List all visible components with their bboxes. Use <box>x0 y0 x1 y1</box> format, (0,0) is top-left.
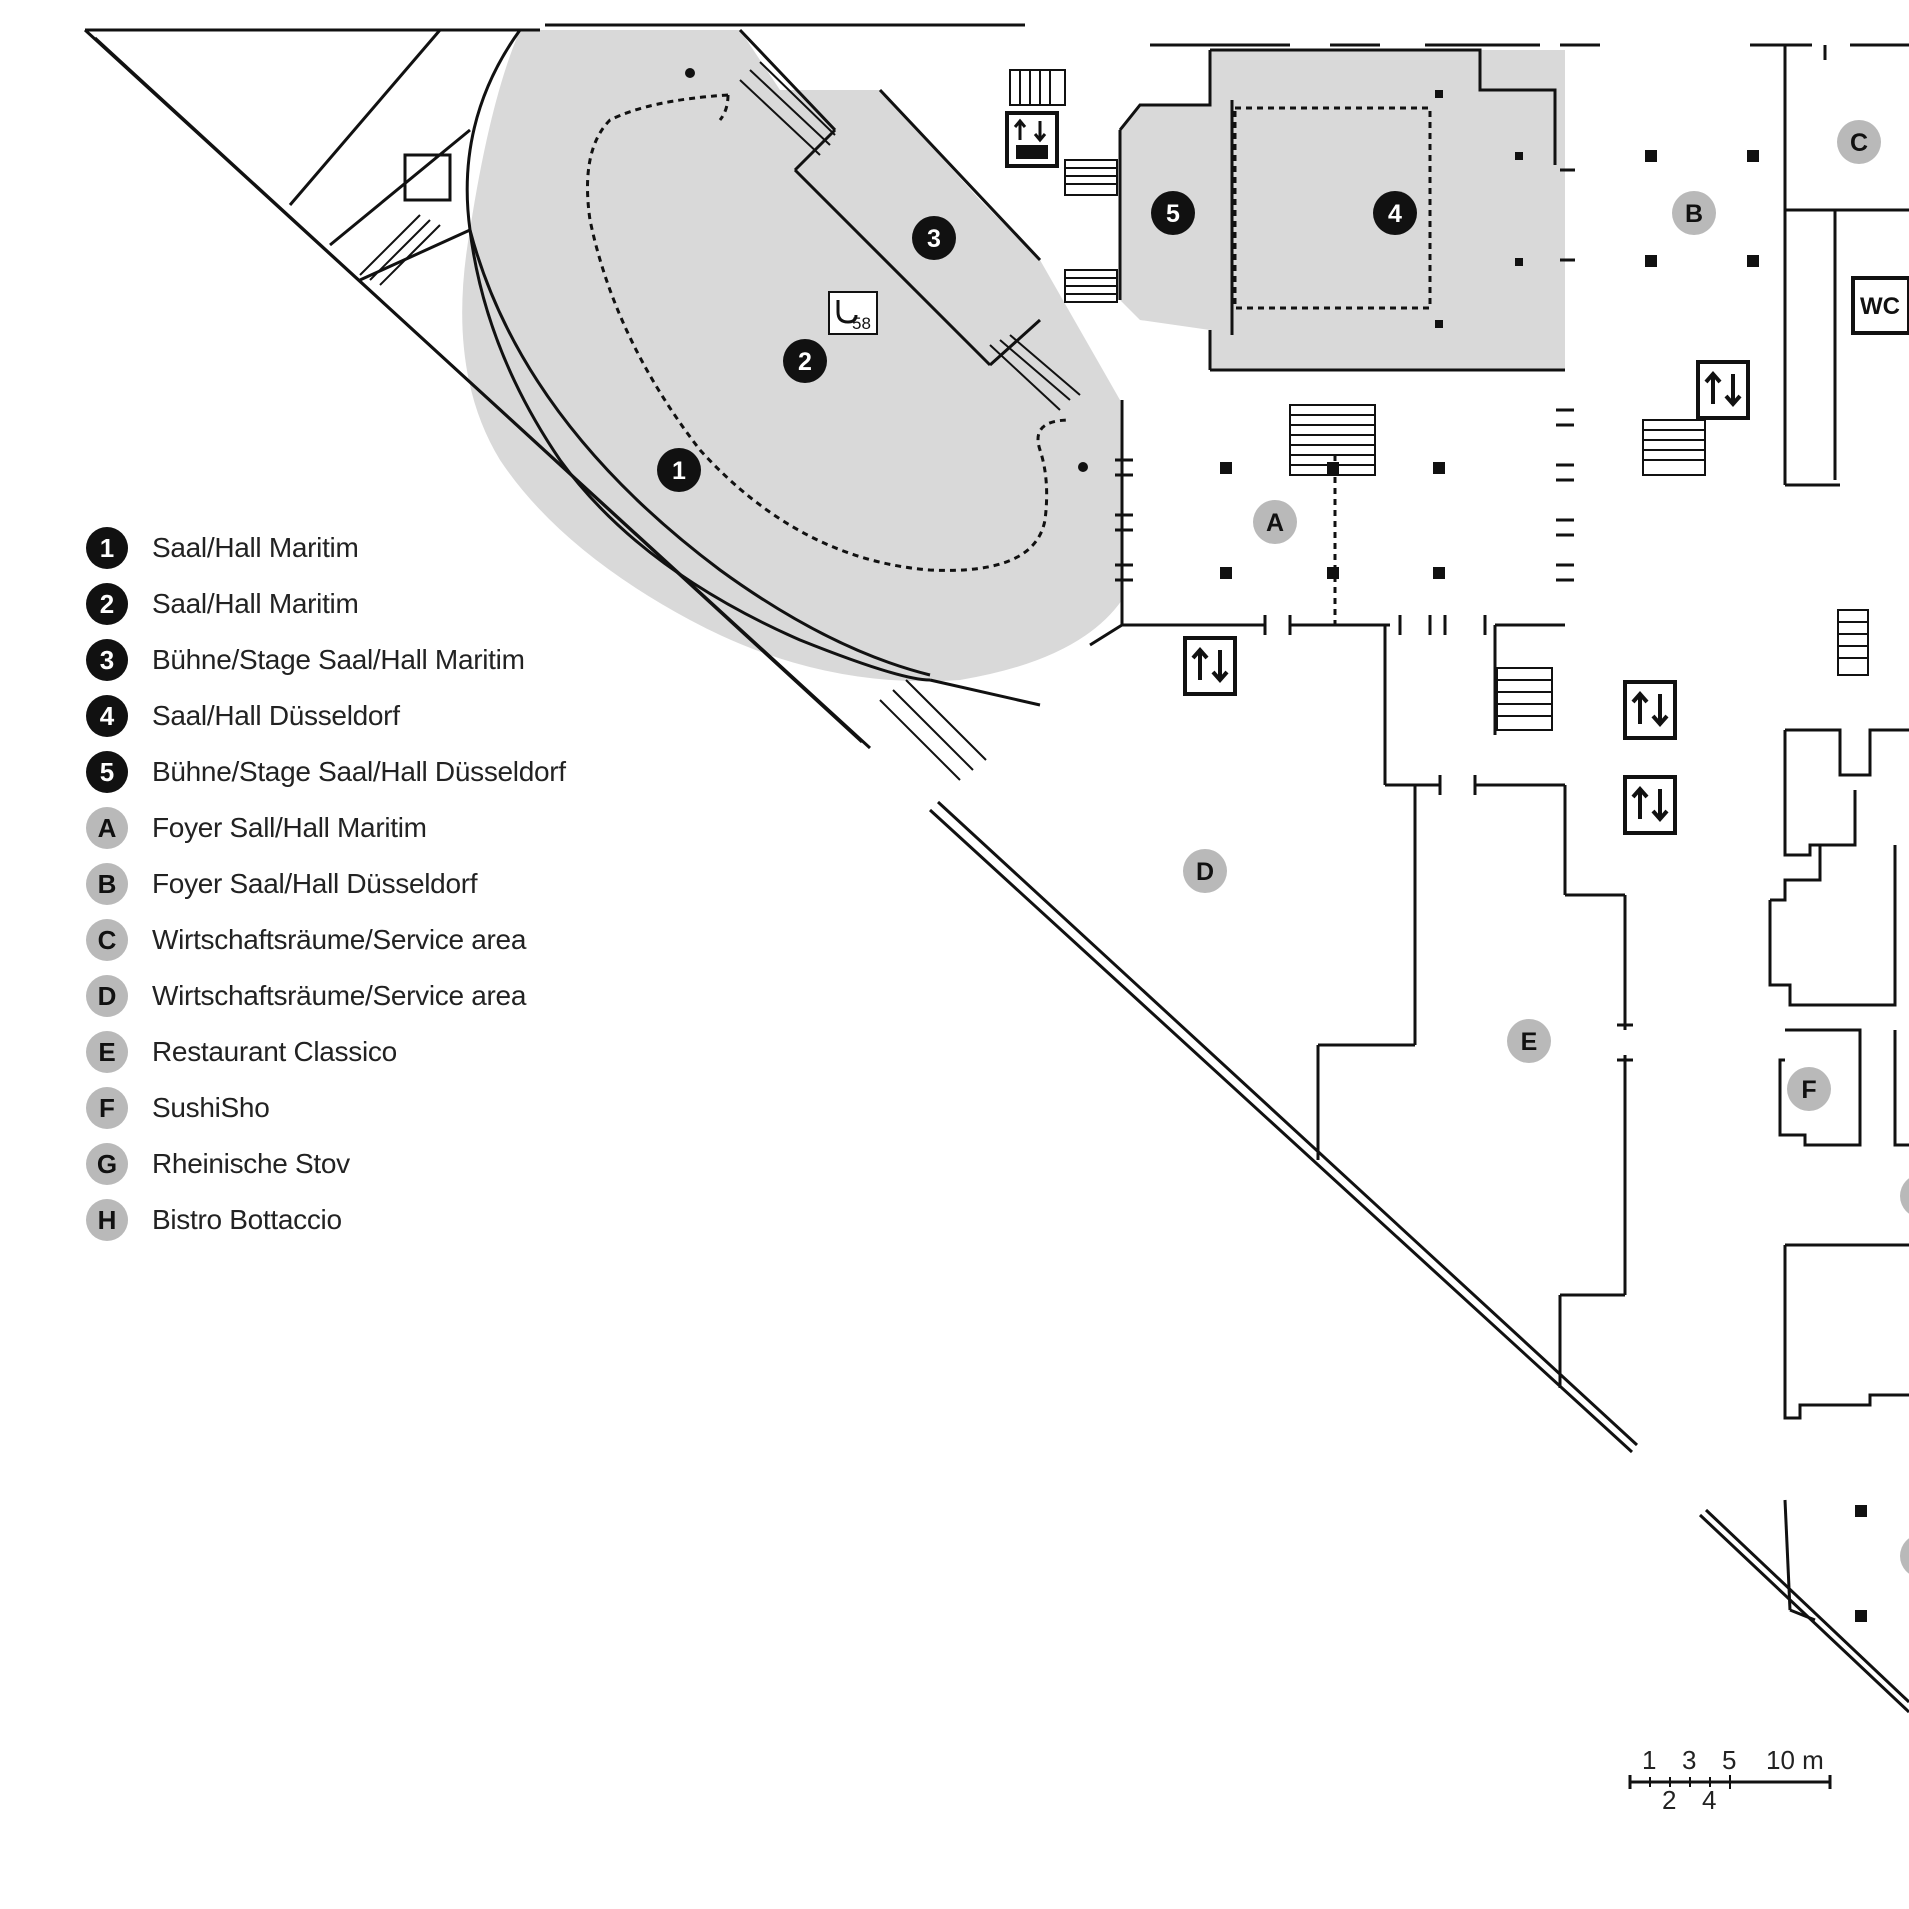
hook-icon <box>828 291 878 335</box>
legend-label: Bühne/Stage Saal/Hall Maritim <box>152 644 525 675</box>
scale-label-3: 3 <box>1682 1745 1697 1775</box>
legend-label: SushiSho <box>152 1092 270 1123</box>
scale-label-4: 4 <box>1702 1785 1717 1815</box>
wc-label: WC <box>1860 293 1900 320</box>
legend-marker: D <box>86 975 128 1017</box>
marker-stage-3: 3 <box>912 216 956 260</box>
freight-elevator-icon <box>1005 111 1059 168</box>
legend-item: 1 Saal/Hall Maritim <box>86 520 566 576</box>
svg-text:E: E <box>1521 1028 1538 1056</box>
legend-label: Saal/Hall Maritim <box>152 588 359 619</box>
svg-text:3: 3 <box>927 225 941 253</box>
elevator-icon <box>1623 775 1677 835</box>
svg-text:2: 2 <box>798 348 812 376</box>
legend-marker: 1 <box>86 527 128 569</box>
wc-box <box>1851 276 1909 335</box>
legend-label: Restaurant Classico <box>152 1036 397 1067</box>
svg-text:C: C <box>1850 129 1868 157</box>
marker-area-h: H <box>1900 1538 1909 1574</box>
legend-item: G Rheinische Stov <box>86 1136 566 1192</box>
marker-foyer-a: A <box>1253 500 1297 544</box>
marker-area-c: C <box>1837 120 1881 164</box>
dotted-outlines <box>586 93 1432 625</box>
legend-label: Saal/Hall Düsseldorf <box>152 700 400 731</box>
svg-text:B: B <box>1685 200 1703 228</box>
legend-marker: B <box>86 863 128 905</box>
legend-label: Bühne/Stage Saal/Hall Düsseldorf <box>152 756 566 787</box>
legend-item: 5 Bühne/Stage Saal/Hall Düsseldorf <box>86 744 566 800</box>
legend-marker: H <box>86 1199 128 1241</box>
svg-text:F: F <box>1801 1076 1816 1104</box>
scale-label-2: 2 <box>1662 1785 1677 1815</box>
marker-stage-5: 5 <box>1151 191 1195 235</box>
svg-text:4: 4 <box>1388 200 1402 228</box>
elevator-icon <box>1183 636 1237 696</box>
legend-item: A Foyer Sall/Hall Maritim <box>86 800 566 856</box>
legend-marker: E <box>86 1031 128 1073</box>
legend-label: Foyer Sall/Hall Maritim <box>152 812 427 843</box>
legend-item: B Foyer Saal/Hall Düsseldorf <box>86 856 566 912</box>
legend-label: Wirtschaftsräume/Service area <box>152 924 527 955</box>
elevator-icon <box>1696 360 1750 420</box>
marker-hall-4: 4 <box>1373 191 1417 235</box>
svg-text:5: 5 <box>1166 200 1180 228</box>
marker-area-e: E <box>1507 1019 1551 1063</box>
legend-item: C Wirtschaftsräume/Service area <box>86 912 566 968</box>
marker-area-f: F <box>1787 1067 1831 1111</box>
scale-label-5: 5 <box>1722 1745 1737 1775</box>
elevator-icon <box>1623 680 1677 740</box>
walls <box>83 23 1909 1714</box>
legend-item: H Bistro Bottaccio <box>86 1192 566 1248</box>
columns <box>685 68 1867 1622</box>
legend-marker: A <box>86 807 128 849</box>
legend-item: D Wirtschaftsräume/Service area <box>86 968 566 1024</box>
legend-label: Saal/Hall Maritim <box>152 532 359 563</box>
marker-hall-1: 1 <box>657 448 701 492</box>
legend-marker: G <box>86 1143 128 1185</box>
marker-area-d: D <box>1183 849 1227 893</box>
scale-bar-graphic <box>1628 1775 1832 1789</box>
legend-label: Wirtschaftsräume/Service area <box>152 980 527 1011</box>
capacity-label: 58 <box>852 314 871 333</box>
legend-marker: 4 <box>86 695 128 737</box>
legend-marker: 3 <box>86 639 128 681</box>
legend-marker: 5 <box>86 751 128 793</box>
marker-foyer-b: B <box>1672 191 1716 235</box>
legend-item: 2 Saal/Hall Maritim <box>86 576 566 632</box>
legend-marker: F <box>86 1087 128 1129</box>
legend-item: F SushiSho <box>86 1080 566 1136</box>
legend-marker: 2 <box>86 583 128 625</box>
svg-text:1: 1 <box>672 457 686 485</box>
legend-marker: C <box>86 919 128 961</box>
svg-text:D: D <box>1196 858 1214 886</box>
legend-label: Foyer Saal/Hall Düsseldorf <box>152 868 478 899</box>
scale-label-1: 1 <box>1642 1745 1657 1775</box>
scale-bar: 1 3 5 10 m 2 4 <box>1628 1745 1833 1815</box>
legend-label: Bistro Bottaccio <box>152 1204 342 1235</box>
marker-area-g: G <box>1900 1178 1909 1214</box>
stairs-icon <box>359 61 1869 781</box>
scale-label-10m: 10 m <box>1766 1745 1824 1775</box>
legend-label: Rheinische Stov <box>152 1148 350 1179</box>
legend-item: 3 Bühne/Stage Saal/Hall Maritim <box>86 632 566 688</box>
legend-item: E Restaurant Classico <box>86 1024 566 1080</box>
svg-text:A: A <box>1266 509 1284 537</box>
legend-item: 4 Saal/Hall Düsseldorf <box>86 688 566 744</box>
marker-hall-2: 2 <box>783 339 827 383</box>
door-marks <box>1115 45 1827 1062</box>
